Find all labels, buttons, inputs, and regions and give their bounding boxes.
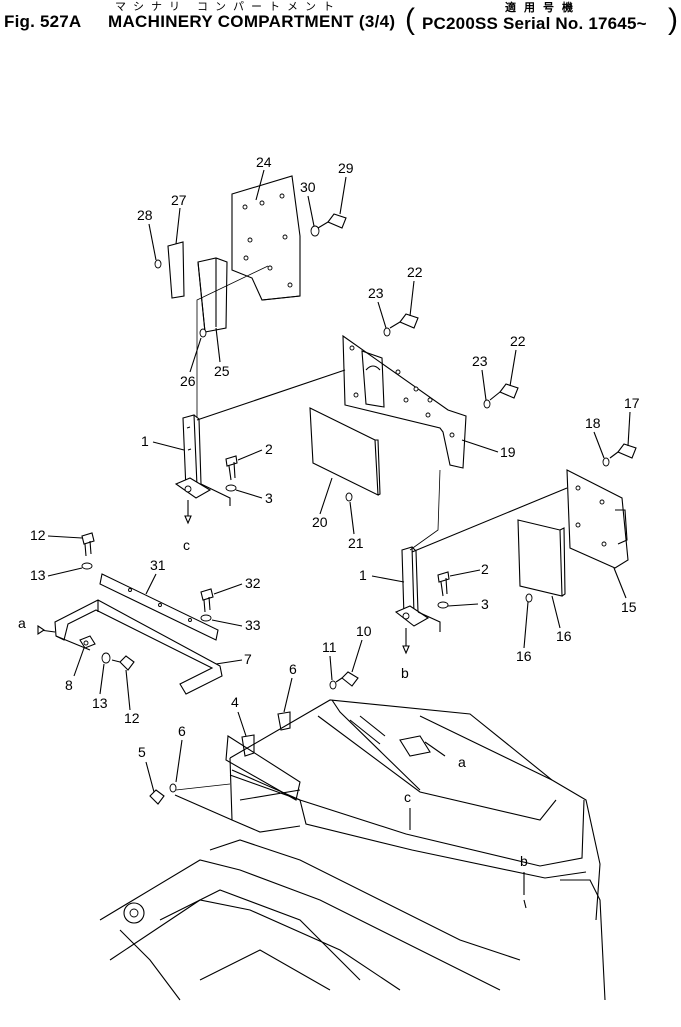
washer-30 bbox=[310, 225, 320, 237]
figure-title: MACHINERY COMPARTMENT (3/4) bbox=[108, 12, 396, 31]
callout-19: 19 bbox=[500, 444, 516, 460]
callout-2-right: 2 bbox=[481, 561, 489, 577]
item-28 bbox=[154, 259, 162, 269]
bolt-32 bbox=[200, 588, 214, 613]
plate-19 bbox=[342, 334, 467, 469]
callout-30: 30 bbox=[300, 179, 316, 195]
ref-b-lower: b bbox=[520, 853, 528, 869]
washer-6 bbox=[169, 783, 177, 793]
callout-25: 25 bbox=[214, 363, 230, 379]
ref-c-lower: c bbox=[404, 789, 411, 805]
washer-23-upper bbox=[383, 327, 391, 337]
callout-16-text: 16 bbox=[516, 648, 532, 664]
bolt-22-lower bbox=[489, 383, 519, 401]
item-16 bbox=[525, 593, 533, 603]
callout-23-lower: 23 bbox=[472, 353, 488, 369]
bolt-22-upper bbox=[389, 313, 419, 329]
item-21 bbox=[345, 492, 353, 502]
ref-b-upper: b bbox=[401, 665, 409, 681]
callout-2-left: 2 bbox=[265, 441, 273, 457]
model-serial: PC200SS Serial No. 17645~ bbox=[422, 14, 647, 33]
bolt-29 bbox=[317, 213, 347, 229]
washer-13-upper bbox=[81, 562, 93, 570]
paren-close: ) bbox=[668, 3, 678, 36]
callout-28: 28 bbox=[137, 207, 153, 223]
callout-22-upper: 22 bbox=[407, 264, 423, 280]
cushion-25 bbox=[197, 257, 228, 333]
cushion-20 bbox=[309, 407, 381, 496]
callout-20: 20 bbox=[312, 514, 328, 530]
callout-18: 18 bbox=[585, 415, 601, 431]
callout-14: 15 bbox=[621, 599, 637, 615]
callout-1-right: 1 bbox=[359, 567, 367, 583]
bracket-1-right bbox=[394, 546, 441, 632]
callout-15: 16 bbox=[556, 628, 572, 644]
bolt-2-right bbox=[437, 571, 450, 597]
washer-13-lower bbox=[101, 652, 111, 664]
callout-27: 27 bbox=[171, 192, 187, 208]
washer-23-lower bbox=[483, 399, 491, 409]
callout-12-upper: 12 bbox=[30, 527, 46, 543]
washer-18 bbox=[602, 457, 610, 467]
paren-open: ( bbox=[405, 3, 415, 36]
callout-7: 6 bbox=[289, 661, 297, 677]
callout-32: 32 bbox=[245, 575, 261, 591]
callout-13-lower: 13 bbox=[92, 695, 108, 711]
callout-23-upper: 23 bbox=[368, 285, 384, 301]
bracket-1-left bbox=[174, 414, 231, 506]
cushion-15 bbox=[517, 519, 566, 597]
frame-10 bbox=[54, 599, 223, 695]
bolt-12-upper bbox=[81, 532, 95, 557]
callout-5: 5 bbox=[138, 744, 146, 760]
callout-10: 7 bbox=[244, 651, 252, 667]
callout-8: 10 bbox=[356, 623, 372, 639]
callout-26: 26 bbox=[180, 373, 196, 389]
callout-17: 17 bbox=[624, 395, 640, 411]
bolt-17 bbox=[609, 443, 637, 459]
callout-12-lower: 12 bbox=[124, 710, 140, 726]
callout-13-upper: 13 bbox=[30, 567, 46, 583]
callout-22-lower: 22 bbox=[510, 333, 526, 349]
plate-14 bbox=[566, 469, 629, 569]
rail-31 bbox=[99, 573, 219, 641]
callout-3-left: 3 bbox=[265, 490, 273, 506]
title-kana: マシナリ コンパートメント bbox=[115, 1, 342, 13]
rubber-27 bbox=[167, 241, 185, 299]
washer-9 bbox=[329, 680, 337, 690]
washer-3-left bbox=[225, 484, 237, 492]
machine-base bbox=[99, 699, 606, 1001]
applicable-machines-label: 適用号機 bbox=[505, 2, 581, 14]
ref-a-right: a bbox=[458, 754, 466, 770]
ref-a-left: a bbox=[18, 615, 26, 631]
ref-c-upper: c bbox=[183, 537, 190, 553]
callout-21: 21 bbox=[348, 535, 364, 551]
washer-3-right bbox=[437, 601, 449, 609]
callout-31: 31 bbox=[150, 557, 166, 573]
callout-11: 8 bbox=[65, 677, 73, 693]
callout-9: 11 bbox=[322, 639, 337, 655]
bolt-8 bbox=[335, 671, 359, 687]
item-26 bbox=[199, 328, 207, 338]
callout-labels: 24 30 29 27 28 26 25 23 22 22 23 19 1 bbox=[18, 154, 640, 869]
plate-24 bbox=[231, 175, 301, 301]
washer-33 bbox=[200, 614, 212, 622]
bolt-12-lower bbox=[111, 655, 135, 671]
bolt-5 bbox=[149, 789, 165, 805]
callout-33: 33 bbox=[245, 617, 261, 633]
callout-29: 29 bbox=[338, 160, 354, 176]
callout-24: 24 bbox=[256, 154, 272, 170]
figure-number: Fig. 527A bbox=[4, 12, 82, 31]
callout-4: 4 bbox=[231, 694, 239, 710]
bolt-2-left bbox=[225, 455, 238, 481]
callout-1-left: 1 bbox=[141, 433, 149, 449]
callout-3-right: 3 bbox=[481, 596, 489, 612]
callout-6-text: 6 bbox=[178, 723, 186, 739]
